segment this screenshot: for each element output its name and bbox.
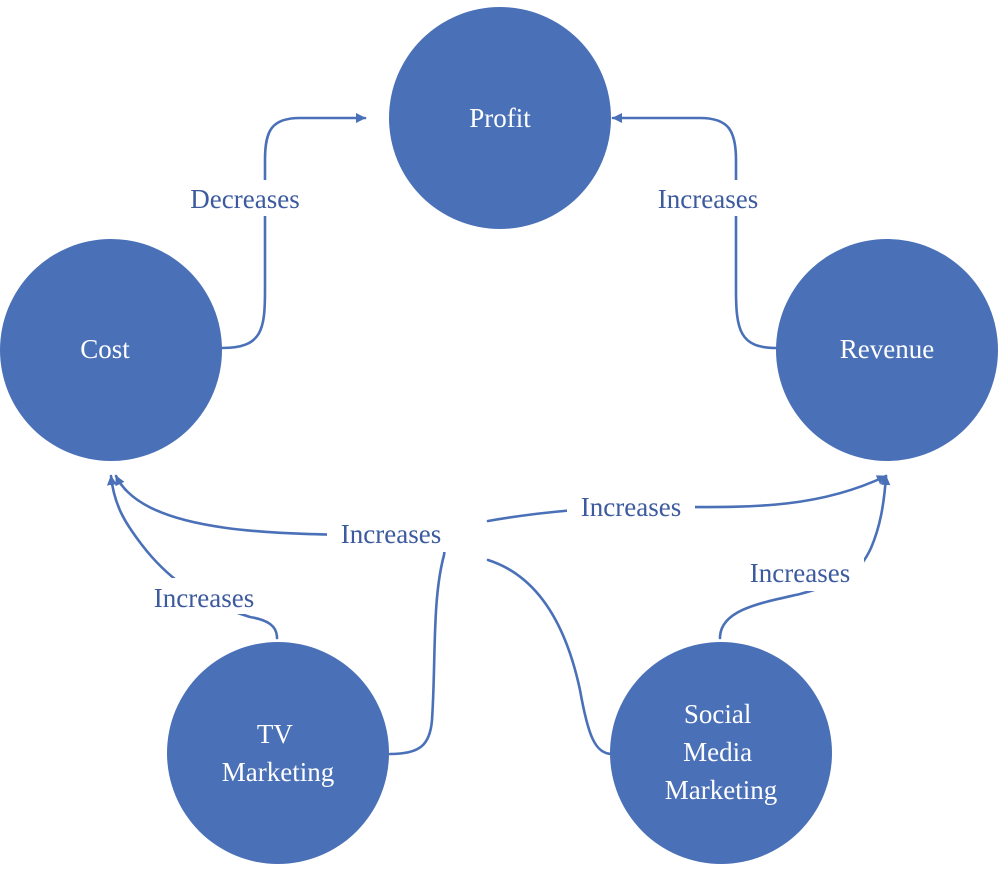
- edge-label-tv-cost-bg: [141, 578, 267, 614]
- node-profit-circle: [389, 7, 611, 229]
- node-revenue: Revenue: [776, 239, 998, 461]
- edge-label-marketing-cost-bg: [327, 514, 454, 552]
- edge-label-tv-cost: Increases: [154, 583, 254, 613]
- edge-label-revenue-profit-bg: [645, 180, 771, 216]
- edge-revenue-to-profit: [611, 113, 778, 350]
- edge-label-social-revenue: Increases: [750, 558, 850, 588]
- node-social-media-marketing-line-3: Marketing: [665, 775, 777, 805]
- edge-label-marketing-revenue-bg: [567, 487, 695, 525]
- edge-label-marketing-cost: Increases: [341, 519, 441, 549]
- edge-cost-to-profit: [220, 113, 367, 350]
- node-revenue-label: Revenue: [840, 334, 934, 364]
- nodes: Profit Cost Revenue TV Marketing Social …: [0, 7, 998, 864]
- edge-label-social-revenue-bg: [737, 553, 864, 591]
- node-cost-circle: [0, 239, 222, 461]
- edge-label-cost-profit-bg: [178, 180, 311, 216]
- edge-label-marketing-revenue: Increases: [581, 492, 681, 522]
- node-social-media-marketing-line-2: Media: [683, 737, 752, 767]
- node-social-media-marketing-circle: [610, 642, 832, 864]
- node-tv-marketing-circle: [167, 642, 389, 864]
- node-revenue-circle: [776, 239, 998, 461]
- node-social-media-marketing-line-1: Social: [684, 699, 752, 729]
- node-tv-marketing: TV Marketing: [167, 642, 389, 864]
- node-cost: Cost: [0, 239, 222, 461]
- node-social-media-marketing-label: Social Media Marketing: [665, 699, 777, 805]
- edge-labels: Decreases Increases Increases Increases …: [141, 180, 864, 614]
- edge-label-cost-profit: Decreases: [190, 184, 299, 214]
- edge-label-revenue-profit: Increases: [658, 184, 758, 214]
- node-tv-marketing-label: TV Marketing: [222, 719, 334, 787]
- node-cost-label: Cost: [80, 334, 130, 364]
- node-social-media-marketing: Social Media Marketing: [610, 642, 832, 864]
- node-profit-label: Profit: [469, 103, 531, 133]
- node-tv-marketing-line-1: TV: [257, 719, 293, 749]
- node-profit: Profit: [389, 7, 611, 229]
- node-tv-marketing-line-2: Marketing: [222, 757, 334, 787]
